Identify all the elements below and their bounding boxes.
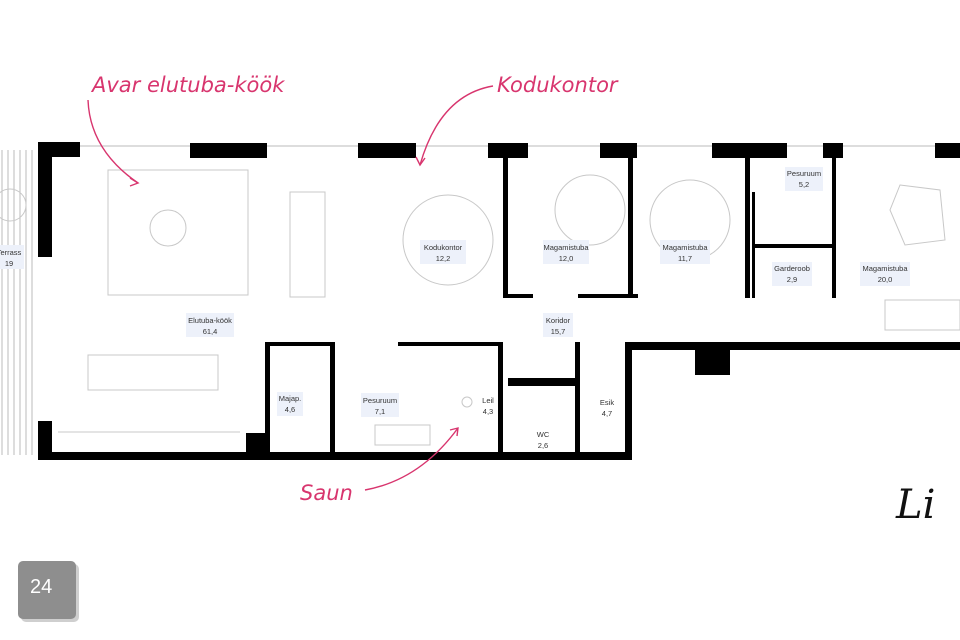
svg-text:Esik: Esik bbox=[600, 398, 614, 407]
room-label-wc: WC 2,6 bbox=[537, 430, 550, 450]
walls bbox=[38, 142, 960, 460]
svg-text:Terrass: Terrass bbox=[0, 248, 22, 257]
room-label-pesuruum-1: Pesuruum 5,2 bbox=[785, 167, 823, 191]
svg-text:Elutuba-köök: Elutuba-köök bbox=[188, 316, 232, 325]
room-labels: Terrass 19 Elutuba-köök 61,4 Kodukontor 12,… bbox=[0, 167, 910, 450]
svg-text:Kodukontor: Kodukontor bbox=[424, 243, 463, 252]
brand-logo: Li bbox=[896, 482, 936, 528]
svg-text:WC: WC bbox=[537, 430, 550, 439]
room-label-magamistuba-2: Magamistuba 11,7 bbox=[660, 240, 710, 264]
annotation-sauna: Saun bbox=[300, 481, 353, 505]
room-label-koridor: Koridor 15,7 bbox=[543, 313, 573, 337]
annotations: Avar elutuba-köök Kodukontor Saun bbox=[87, 73, 619, 505]
svg-text:61,4: 61,4 bbox=[203, 327, 218, 336]
svg-text:Leil: Leil bbox=[482, 396, 494, 405]
svg-text:Pesuruum: Pesuruum bbox=[787, 169, 821, 178]
svg-text:20,0: 20,0 bbox=[878, 275, 893, 284]
room-label-elutuba-kook: Elutuba-köök 61,4 bbox=[186, 313, 234, 337]
room-label-esik: Esik 4,7 bbox=[600, 398, 614, 418]
room-label-leil: Leil 4,3 bbox=[482, 396, 494, 416]
room-label-kodukontor: Kodukontor 12,2 bbox=[420, 240, 466, 264]
svg-text:Magamistuba: Magamistuba bbox=[662, 243, 708, 252]
svg-text:4,7: 4,7 bbox=[602, 409, 612, 418]
page-number: 24 bbox=[30, 576, 53, 598]
arrow-icon bbox=[364, 427, 459, 491]
room-label-magamistuba-1: Magamistuba 12,0 bbox=[543, 240, 589, 264]
room-label-majap: Majap. 4,6 bbox=[277, 392, 303, 416]
svg-text:11,7: 11,7 bbox=[678, 254, 692, 263]
page-number-badge: 24 bbox=[18, 561, 76, 619]
svg-text:19: 19 bbox=[5, 259, 13, 268]
svg-text:Garderoob: Garderoob bbox=[774, 264, 810, 273]
svg-text:Pesuruum: Pesuruum bbox=[363, 396, 397, 405]
arrow-icon bbox=[419, 85, 494, 166]
annotation-living-kitchen: Avar elutuba-köök bbox=[90, 73, 285, 97]
room-label-garderoob: Garderoob 2,9 bbox=[772, 262, 812, 286]
furniture bbox=[58, 169, 960, 446]
svg-text:4,3: 4,3 bbox=[483, 407, 493, 416]
svg-text:Majap.: Majap. bbox=[279, 394, 302, 403]
svg-text:15,7: 15,7 bbox=[551, 327, 566, 336]
svg-text:12,2: 12,2 bbox=[436, 254, 451, 263]
svg-text:12,0: 12,0 bbox=[559, 254, 574, 263]
svg-text:Magamistuba: Magamistuba bbox=[543, 243, 589, 252]
svg-text:Koridor: Koridor bbox=[546, 316, 571, 325]
svg-text:7,1: 7,1 bbox=[375, 407, 385, 416]
svg-text:2,9: 2,9 bbox=[787, 275, 797, 284]
svg-text:5,2: 5,2 bbox=[799, 180, 809, 189]
svg-text:2,6: 2,6 bbox=[538, 441, 548, 450]
terrace-decking bbox=[0, 150, 33, 455]
svg-text:4,6: 4,6 bbox=[285, 405, 295, 414]
arrow-icon bbox=[87, 99, 139, 184]
room-label-magamistuba-3: Magamistuba 20,0 bbox=[860, 262, 910, 286]
svg-text:Magamistuba: Magamistuba bbox=[862, 264, 908, 273]
room-label-pesuruum-2: Pesuruum 7,1 bbox=[361, 393, 399, 417]
annotation-home-office: Kodukontor bbox=[497, 73, 619, 97]
room-label-terrass: Terrass 19 bbox=[0, 245, 24, 269]
